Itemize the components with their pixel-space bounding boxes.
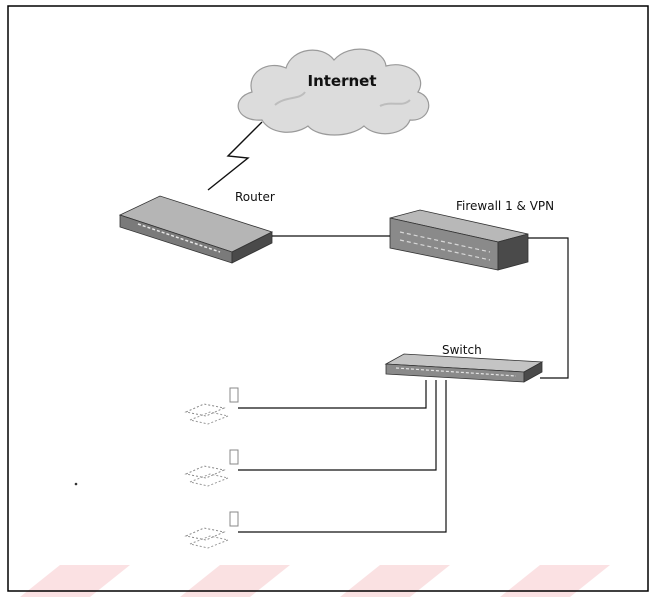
router-icon	[120, 196, 272, 263]
firewall-appliance-icon	[390, 210, 528, 270]
firewall-label: Firewall 1 & VPN	[456, 199, 554, 213]
stray-dot	[75, 483, 78, 486]
cloud-icon	[238, 49, 429, 135]
workstation-icon	[186, 512, 238, 548]
switch-label: Switch	[442, 343, 482, 357]
router-label: Router	[235, 190, 275, 204]
workstation-icon	[186, 450, 238, 486]
switch-drops	[238, 380, 446, 532]
internet-label: Internet	[307, 72, 376, 90]
lightning-link-icon	[208, 122, 262, 190]
watermark-strip	[20, 565, 610, 597]
network-switch-icon	[386, 354, 542, 382]
firewall-switch-link	[528, 238, 568, 378]
workstation-icon	[186, 388, 238, 424]
